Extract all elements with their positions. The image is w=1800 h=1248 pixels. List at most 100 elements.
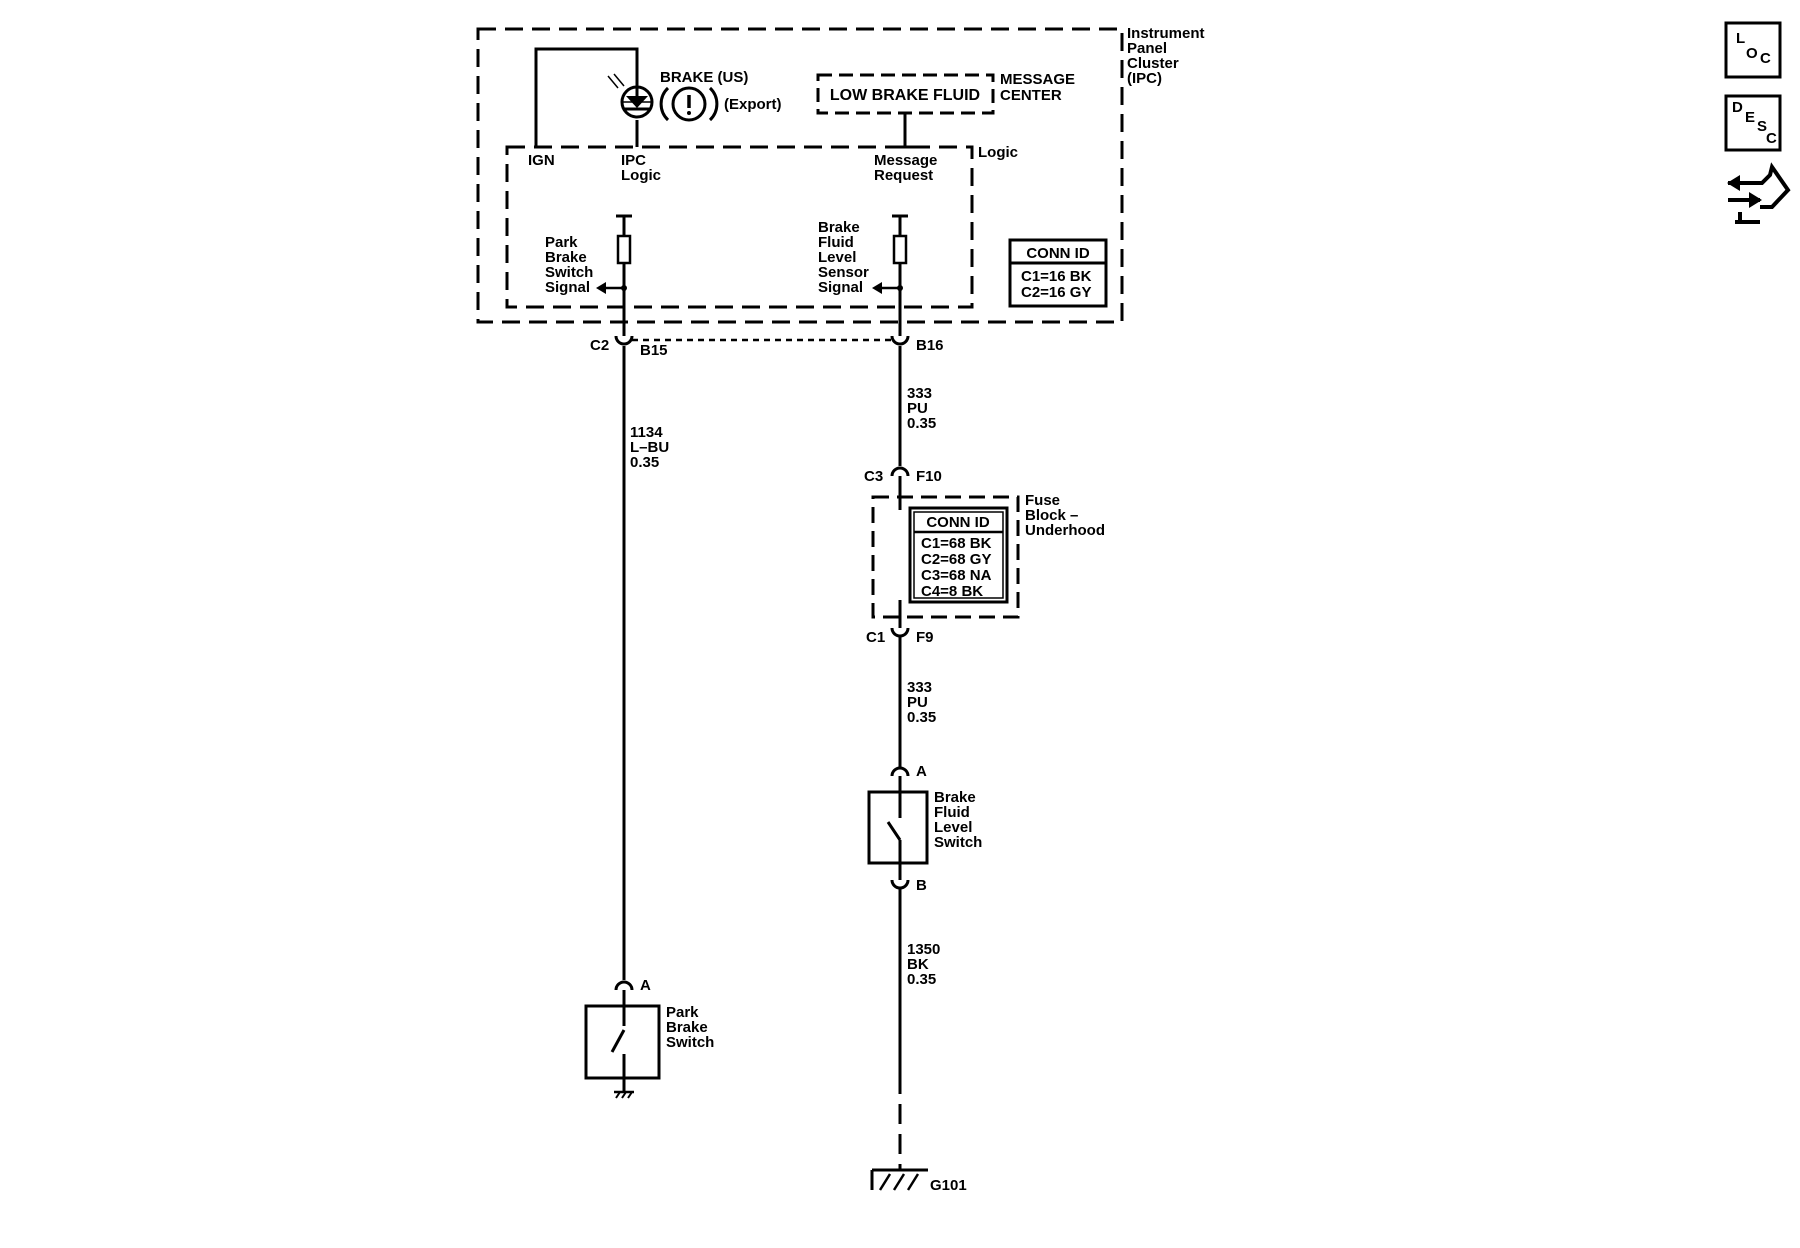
connector-b16 [890,335,910,346]
svg-text:L: L [1736,30,1745,47]
low-brake-fluid-label: LOW BRAKE FLUID [830,87,980,104]
svg-text:Switch: Switch [545,264,593,281]
desc-icon[interactable]: D E S C [1724,94,1782,152]
connector-f10 [890,466,910,477]
svg-text:Fuse: Fuse [1025,492,1060,509]
wire-1350-label: 1350 BK 0.35 [907,941,940,988]
svg-text:1134: 1134 [630,424,663,441]
svg-text:C4=8 BK: C4=8 BK [921,583,983,600]
svg-text:(IPC): (IPC) [1127,70,1162,87]
connector-fluid-b [890,879,910,890]
svg-text:Logic: Logic [621,167,661,184]
svg-text:Brake: Brake [666,1019,708,1036]
f9-label: F9 [916,629,934,646]
g101-label: G101 [930,1177,967,1194]
svg-text:Level: Level [818,249,856,266]
wire-1134-label: 1134 L–BU 0.35 [630,424,669,471]
park-brake-resistor [616,234,632,265]
b15-label: B15 [640,342,668,359]
ign-wire [534,47,639,147]
connector-park-a [614,980,634,991]
logic-label: Logic [978,144,1018,161]
park-ground-icon [614,1090,634,1099]
brake-lamp-icon [607,73,654,119]
svg-text:Panel: Panel [1127,40,1167,57]
svg-text:Switch: Switch [666,1034,714,1051]
ipc-conn-id-box: CONN ID C1=16 BK C2=16 GY [1008,238,1108,308]
svg-text:CENTER: CENTER [1000,87,1062,104]
svg-text:0.35: 0.35 [630,454,659,471]
park-brake-switch-label: Park Brake Switch [666,1004,714,1051]
fluid-a-label: A [916,763,927,780]
connector-view-icon[interactable] [1727,162,1791,224]
c3-label: C3 [864,468,883,485]
svg-text:Message: Message [874,152,937,169]
svg-text:BK: BK [907,956,929,973]
svg-text:O: O [1746,45,1758,62]
svg-text:Signal: Signal [818,279,863,296]
svg-text:Park: Park [666,1004,699,1021]
brake-fluid-signal-label: Brake Fluid Level Sensor Signal [818,219,869,296]
b16-label: B16 [916,337,944,354]
connector-b15 [614,335,634,346]
svg-text:S: S [1757,118,1767,135]
svg-text:1350: 1350 [907,941,940,958]
fuse-block-conn-id-box: CONN ID C1=68 BK C2=68 GY C3=68 NA C4=8 … [908,506,1009,604]
svg-text:L–BU: L–BU [630,439,669,456]
ipc-outer-box [476,27,1124,324]
svg-text:D: D [1732,99,1743,116]
brake-us-label: BRAKE (US) [660,69,748,86]
brake-fluid-resistor [892,234,908,265]
svg-text:Park: Park [545,234,578,251]
svg-text:C2=16 GY: C2=16 GY [1021,284,1091,301]
svg-text:Level: Level [934,819,972,836]
svg-text:C: C [1760,50,1771,67]
svg-text:Cluster: Cluster [1127,55,1179,72]
svg-text:0.35: 0.35 [907,415,936,432]
svg-text:IPC: IPC [621,152,646,169]
svg-text:C1=68 BK: C1=68 BK [921,535,992,552]
svg-text:Switch: Switch [934,834,982,851]
svg-text:Fluid: Fluid [934,804,970,821]
message-request-label: Message Request [874,152,937,184]
c2-label: C2 [590,337,609,354]
ipc-title: Instrument Panel Cluster (IPC) [1127,25,1205,87]
message-center-label: MESSAGE CENTER [1000,71,1075,104]
svg-text:C: C [1766,130,1777,147]
svg-text:C3=68 NA: C3=68 NA [921,567,992,584]
ign-label: IGN [528,152,555,169]
wire-333-bottom-label: 333 PU 0.35 [907,679,936,726]
fuse-block-box [871,495,1020,619]
connector-f9 [890,627,910,638]
svg-text:Block –: Block – [1025,507,1078,524]
g101-ground-icon [870,1168,928,1191]
svg-text:Signal: Signal [545,279,590,296]
svg-text:333: 333 [907,385,932,402]
svg-text:Underhood: Underhood [1025,522,1105,539]
f10-label: F10 [916,468,942,485]
park-brake-arrow-icon [596,282,606,294]
brake-warning-icon [659,86,719,122]
svg-text:Brake: Brake [934,789,976,806]
svg-text:PU: PU [907,694,928,711]
svg-text:Brake: Brake [545,249,587,266]
brake-fluid-level-switch-label: Brake Fluid Level Switch [934,789,982,851]
svg-text:E: E [1745,109,1755,126]
svg-text:Request: Request [874,167,933,184]
svg-text:333: 333 [907,679,932,696]
ipc-logic-label: IPC Logic [621,152,661,184]
svg-text:C1=16 BK: C1=16 BK [1021,268,1092,285]
brake-fluid-arrow-icon [872,282,882,294]
brake-fluid-level-switch [867,790,929,865]
c1-label: C1 [866,629,885,646]
svg-text:PU: PU [907,400,928,417]
svg-text:Brake: Brake [818,219,860,236]
svg-text:0.35: 0.35 [907,709,936,726]
svg-text:C2=68 GY: C2=68 GY [921,551,991,568]
svg-text:Fluid: Fluid [818,234,854,251]
fluid-b-label: B [916,877,927,894]
logic-box [505,145,974,309]
svg-text:0.35: 0.35 [907,971,936,988]
loc-icon[interactable]: L O C [1724,21,1782,79]
